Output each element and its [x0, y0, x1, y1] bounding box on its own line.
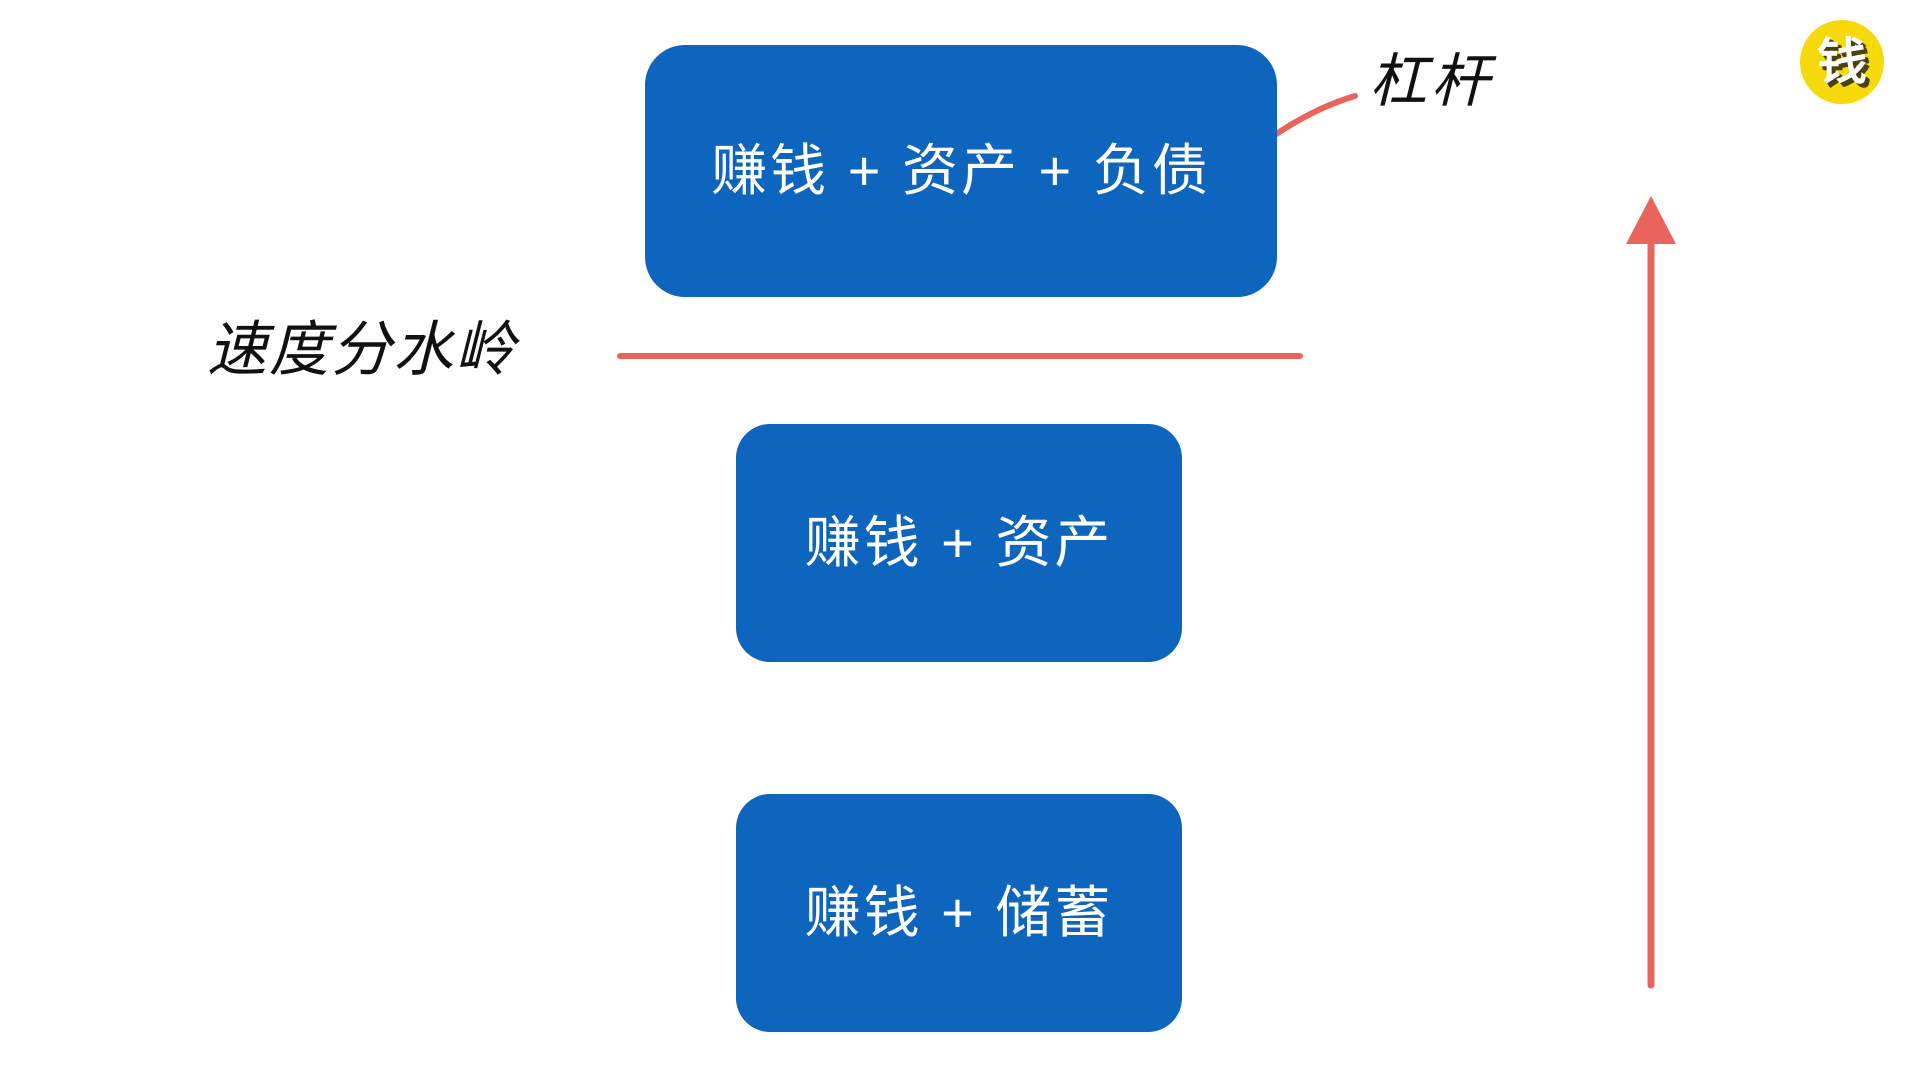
card-top-label: 赚钱 + 资产 + 负债: [711, 139, 1211, 202]
annotation-leverage: 杠杆: [1369, 47, 1494, 115]
card-earn-assets-debt[interactable]: 赚钱 + 资产 + 负债: [645, 45, 1277, 297]
card-bottom-label: 赚钱 + 储蓄: [804, 881, 1114, 944]
card-middle-label: 赚钱 + 资产: [804, 511, 1114, 574]
brand-logo-badge: 钱: [1800, 20, 1884, 104]
logo-money-glyph: 钱: [1817, 33, 1867, 91]
card-earn-savings[interactable]: 赚钱 + 储蓄: [736, 794, 1182, 1032]
card-earn-assets[interactable]: 赚钱 + 资产: [736, 424, 1182, 662]
growth-arrow-head: [1626, 196, 1676, 244]
annotation-speed-watershed: 速度分水岭: [207, 315, 517, 385]
